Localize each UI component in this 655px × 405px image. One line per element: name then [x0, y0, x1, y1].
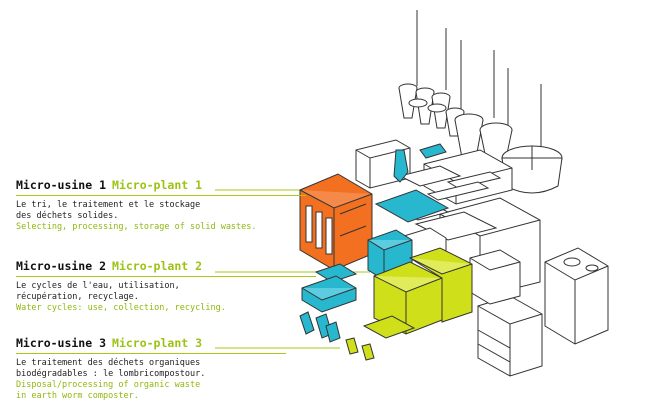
micro-plant-3-en-line-1: Disposal/processing of organic waste: [16, 380, 201, 390]
micro-plant-1-rule: [16, 195, 306, 196]
micro-plant-3-rule: [16, 353, 286, 354]
micro-plant-1-title: Micro-usine 1 Micro-plant 1: [16, 178, 346, 192]
micro-plant-1-fr-line-2: des déchets solides.: [16, 211, 119, 221]
micro-plant-2-en-title: Micro-plant 2: [112, 259, 203, 273]
micro-plant-1-fr-line-1: Le tri, le traitement et le stockage: [16, 200, 201, 210]
micro-plant-2-block: Micro-usine 2 Micro-plant 2 Le cycles de …: [16, 259, 346, 314]
micro-plant-2-en-line-1: Water cycles: use, collection, recycling…: [16, 303, 226, 313]
micro-plant-1-block: Micro-usine 1 Micro-plant 1 Le tri, le tr…: [16, 178, 346, 233]
micro-plant-3-block: Micro-usine 3 Micro-plant 3 Le traitement…: [16, 336, 346, 402]
micro-plant-2-fr-title: Micro-usine 2: [16, 259, 107, 273]
micro-plant-2-rule: [16, 276, 316, 277]
micro-plant-3-fr-line-2: biodégradables : le lombricompostour.: [16, 369, 206, 379]
micro-plant-2-title: Micro-usine 2 Micro-plant 2: [16, 259, 346, 273]
micro-plant-3-en-title: Micro-plant 3: [112, 336, 203, 350]
micro-plant-2-fr-line-1: Le cycles de l'eau, utilisation,: [16, 281, 180, 291]
micro-plant-3-fr-title: Micro-usine 3: [16, 336, 107, 350]
micro-plant-1-en-line-1: Selecting, processing, storage of solid …: [16, 222, 257, 232]
micro-plant-1-en-title: Micro-plant 1: [112, 178, 203, 192]
micro-plant-3-fr-line-1: Le traitement des déchets organiques: [16, 358, 201, 368]
micro-plant-1-fr-title: Micro-usine 1: [16, 178, 107, 192]
micro-plant-2-fr-line-2: récupération, recyclage.: [16, 292, 139, 302]
micro-plant-3-title: Micro-usine 3 Micro-plant 3: [16, 336, 346, 350]
micro-plant-3-en-line-2: in earth worm composter.: [16, 391, 139, 401]
